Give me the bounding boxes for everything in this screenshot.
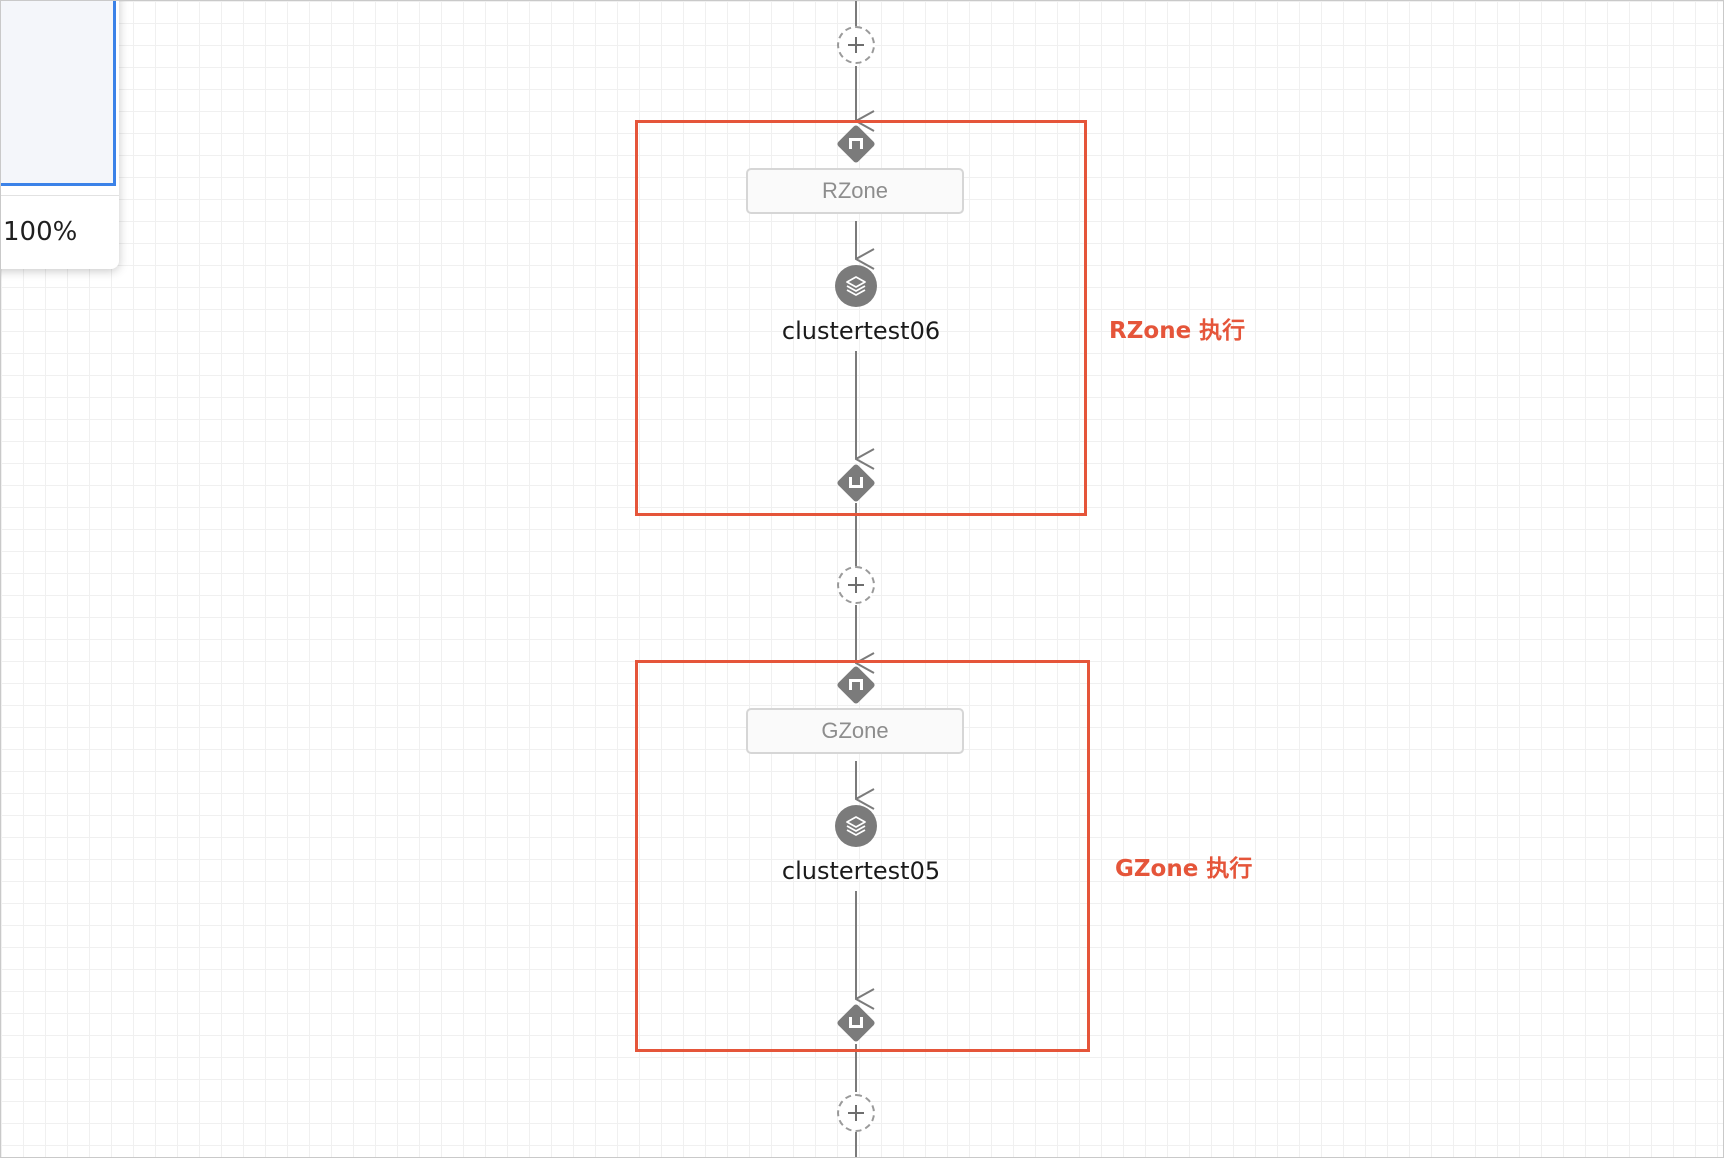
- gzone-highlight-box: [635, 660, 1090, 1052]
- layers-icon: [846, 276, 866, 296]
- task-name[interactable]: clustertest05: [781, 857, 941, 885]
- add-node-button[interactable]: [837, 1094, 875, 1132]
- add-node-button[interactable]: [837, 566, 875, 604]
- zone-label-gzone[interactable]: GZone: [746, 708, 964, 754]
- add-node-button[interactable]: [837, 26, 875, 64]
- gateway-close-icon: [849, 477, 863, 488]
- zone-start-gateway[interactable]: [836, 665, 876, 705]
- gateway-open-icon: [849, 138, 863, 149]
- task-name[interactable]: clustertest06: [781, 317, 941, 345]
- layers-icon: [846, 816, 866, 836]
- task-node-icon[interactable]: [835, 805, 877, 847]
- zone-label-rzone[interactable]: RZone: [746, 168, 964, 214]
- gateway-open-icon: [849, 679, 863, 690]
- zone-end-gateway[interactable]: [836, 463, 876, 503]
- minimap-viewport[interactable]: [1, 1, 116, 186]
- rzone-highlight-box: [635, 120, 1087, 516]
- zone-start-gateway[interactable]: [836, 124, 876, 164]
- zoom-level: 100%: [3, 217, 78, 247]
- minimap-panel[interactable]: 100%: [1, 1, 119, 269]
- gzone-annotation: GZone 执行: [1115, 856, 1253, 882]
- minimap-divider: [1, 195, 119, 196]
- zone-end-gateway[interactable]: [836, 1003, 876, 1043]
- task-node-icon[interactable]: [835, 265, 877, 307]
- gateway-close-icon: [849, 1017, 863, 1028]
- rzone-annotation: RZone 执行: [1109, 318, 1246, 344]
